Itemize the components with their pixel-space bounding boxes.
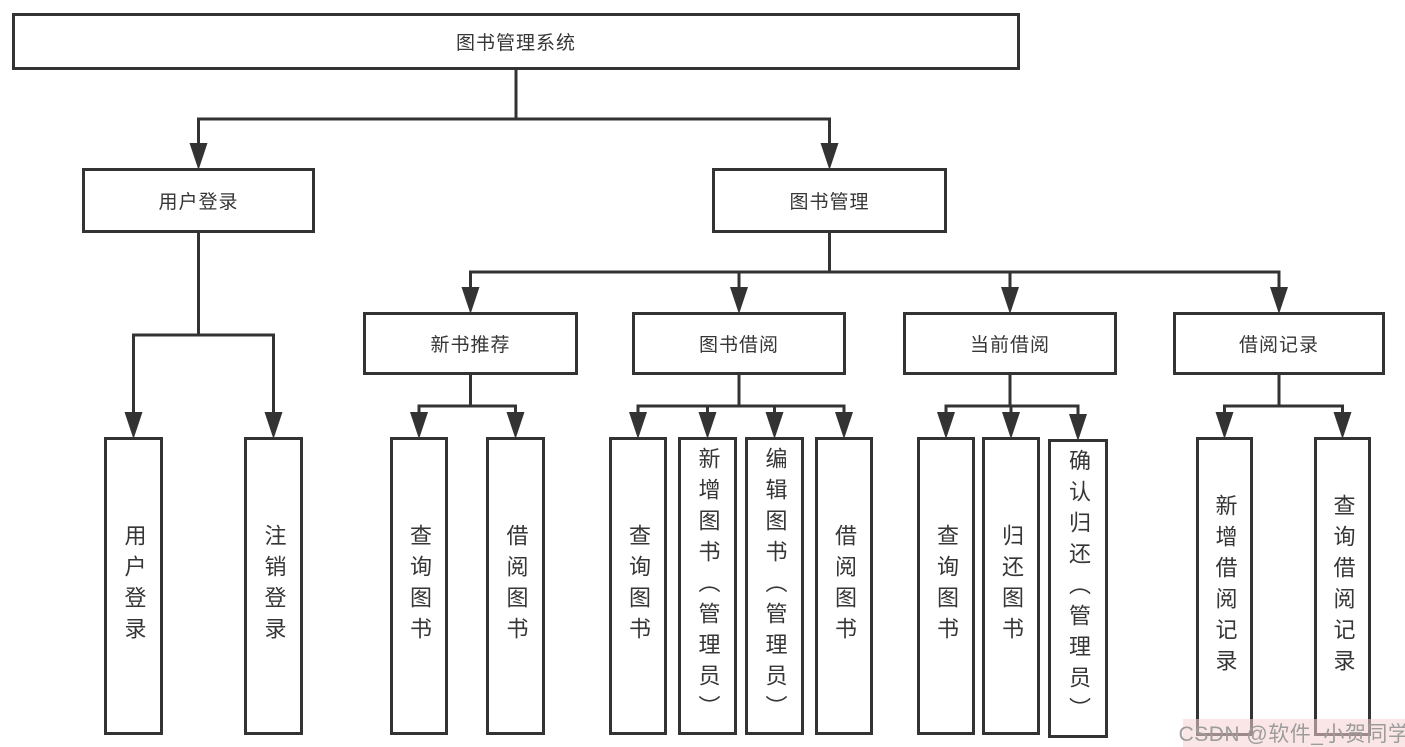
arrowhead-icon: [410, 412, 428, 439]
node-box-leaf-bb-edit: 编辑图书（管理员）: [745, 437, 804, 735]
node-box-leaf-logout: 注销登录: [244, 437, 303, 735]
node-label-leaf-logout: 注销登录: [261, 524, 287, 648]
node-box-borrow-records: 借阅记录: [1173, 312, 1385, 375]
arrowhead-icon: [189, 143, 208, 170]
node-label-leaf-br-add: 新增借阅记录: [1212, 493, 1238, 680]
node-box-leaf-cb-confirm: 确认归还（管理员）: [1048, 439, 1108, 738]
arrowhead-icon: [765, 412, 784, 439]
node-box-leaf-rec-query: 查询图书: [390, 437, 448, 735]
node-label-leaf-rec-query: 查询图书: [407, 524, 432, 648]
arrowhead-icon: [730, 287, 748, 314]
node-label-leaf-br-query: 查询借阅记录: [1330, 493, 1356, 680]
node-box-leaf-rec-borrow: 借阅图书: [486, 437, 545, 735]
arrowhead-icon: [461, 287, 480, 314]
node-label-new-book-rec: 新书推荐: [430, 335, 511, 356]
node-label-leaf-bb-borrow: 借阅图书: [832, 524, 857, 648]
node-box-leaf-cb-return: 归还图书: [982, 437, 1040, 735]
node-box-user-login: 用户登录: [82, 168, 315, 233]
node-box-leaf-user-login: 用户登录: [104, 437, 163, 735]
watermark: CSDN @软件_小贺同学: [1179, 719, 1405, 747]
node-box-leaf-bb-borrow: 借阅图书: [815, 437, 873, 735]
node-box-leaf-bb-query: 查询图书: [609, 437, 667, 735]
node-box-new-book-rec: 新书推荐: [363, 312, 578, 375]
node-box-leaf-br-query: 查询借阅记录: [1314, 437, 1371, 736]
arrowhead-icon: [506, 412, 525, 439]
arrowhead-icon: [835, 412, 853, 439]
node-label-leaf-bb-query: 查询图书: [626, 524, 651, 648]
node-label-current-borrow: 当前借阅: [969, 335, 1050, 356]
arrowhead-icon: [820, 143, 839, 170]
node-label-book-borrow: 图书借阅: [698, 335, 779, 356]
node-label-book-mgmt: 图书管理: [789, 192, 870, 213]
node-box-book-borrow: 图书借阅: [632, 312, 846, 375]
node-box-current-borrow: 当前借阅: [903, 312, 1117, 375]
watermark-text: CSDN @软件_小贺同学: [1178, 723, 1405, 746]
node-label-leaf-user-login: 用户登录: [121, 524, 147, 648]
arrowhead-icon: [124, 412, 143, 439]
arrowhead-icon: [1001, 287, 1019, 314]
node-label-leaf-cb-confirm: 确认归还（管理员）: [1066, 449, 1091, 728]
node-box-leaf-cb-query: 查询图书: [917, 437, 975, 735]
arrowhead-icon: [629, 412, 647, 439]
node-label-system: 图书管理系统: [455, 33, 576, 54]
node-label-leaf-bb-add: 新增图书（管理员）: [695, 446, 721, 726]
node-label-user-login: 用户登录: [158, 192, 239, 213]
arrowhead-icon: [264, 412, 283, 439]
arrowhead-icon: [1002, 412, 1020, 439]
arrowhead-icon: [1215, 412, 1234, 439]
arrowhead-icon: [1333, 412, 1352, 439]
node-label-leaf-rec-borrow: 借阅图书: [503, 524, 529, 648]
node-box-leaf-br-add: 新增借阅记录: [1196, 437, 1253, 736]
node-label-leaf-cb-return: 归还图书: [999, 524, 1024, 648]
node-box-system: 图书管理系统: [12, 13, 1020, 70]
arrowhead-icon: [698, 412, 717, 439]
arrowhead-icon: [937, 412, 955, 439]
arrowhead-icon: [1270, 287, 1288, 314]
arrowhead-icon: [1069, 414, 1087, 441]
node-box-book-mgmt: 图书管理: [712, 168, 947, 233]
node-box-leaf-bb-add: 新增图书（管理员）: [678, 437, 737, 735]
node-label-leaf-cb-query: 查询图书: [934, 524, 959, 648]
node-label-leaf-bb-edit: 编辑图书（管理员）: [762, 446, 788, 726]
node-label-borrow-records: 借阅记录: [1238, 335, 1319, 356]
